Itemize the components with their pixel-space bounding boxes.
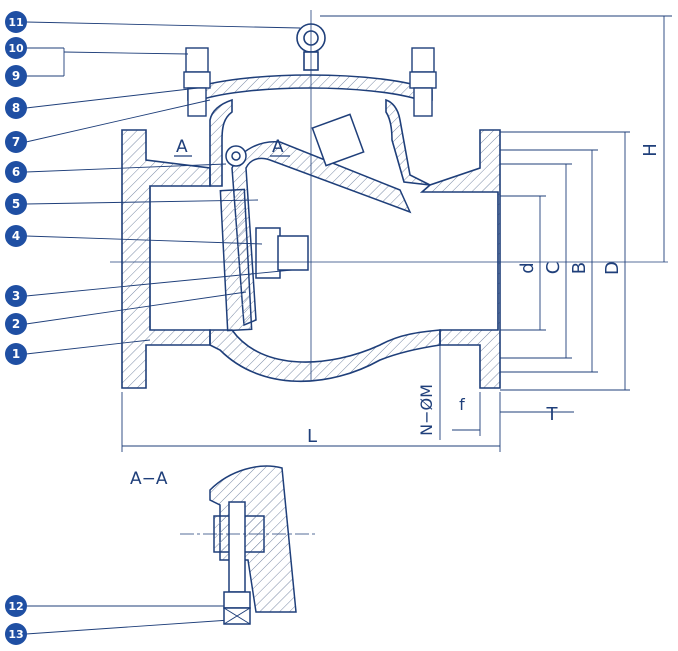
callout-1: 1 xyxy=(5,343,27,365)
body-bottom xyxy=(209,329,441,383)
dimension-lines xyxy=(121,15,672,452)
svg-text:8: 8 xyxy=(12,101,20,115)
callout-5: 5 xyxy=(5,193,27,215)
section-nut xyxy=(223,591,251,609)
section-mark-right: A xyxy=(272,137,284,157)
body-upper-left xyxy=(209,98,233,187)
dim-d: d xyxy=(517,262,538,273)
left-flange xyxy=(121,129,211,389)
bonnet xyxy=(187,74,433,101)
centre-lines xyxy=(110,10,668,380)
callout-6: 6 xyxy=(5,161,27,183)
callout-4: 4 xyxy=(5,225,27,247)
svg-text:6: 6 xyxy=(12,165,20,179)
callout-3: 3 xyxy=(5,285,27,307)
callout-10: 10 xyxy=(5,37,27,59)
inner-bore xyxy=(149,186,499,330)
section-view-title: A−A xyxy=(130,469,168,489)
svg-text:10: 10 xyxy=(8,42,24,55)
dim-H: H xyxy=(640,143,661,157)
svg-text:7: 7 xyxy=(12,135,20,149)
svg-text:5: 5 xyxy=(12,197,20,211)
svg-text:2: 2 xyxy=(12,317,20,331)
bonnet-bolts xyxy=(183,47,437,117)
svg-text:3: 3 xyxy=(12,289,20,303)
svg-text:12: 12 xyxy=(8,600,23,613)
svg-text:1: 1 xyxy=(12,347,20,361)
body-upper-right xyxy=(385,98,431,186)
dim-C: C xyxy=(543,262,564,275)
callout-2: 2 xyxy=(5,313,27,335)
dim-N-OM: N−ØM xyxy=(417,384,436,436)
svg-text:4: 4 xyxy=(12,229,20,243)
callout-13: 13 xyxy=(5,623,27,645)
callout-11: 11 xyxy=(5,11,27,33)
dim-D: D xyxy=(602,261,623,275)
dim-L: L xyxy=(307,426,317,447)
svg-text:9: 9 xyxy=(12,69,20,83)
callout-8: 8 xyxy=(5,97,27,119)
svg-text:13: 13 xyxy=(8,628,23,641)
section-view xyxy=(209,465,297,625)
callout-12: 12 xyxy=(5,595,27,617)
callouts: 11 10 9 8 7 6 5 4 3 2 1 12 13 xyxy=(5,11,27,645)
dim-B: B xyxy=(569,262,590,274)
dim-f: f xyxy=(459,395,465,414)
callout-7: 7 xyxy=(5,131,27,153)
section-pin xyxy=(228,501,246,593)
disc-assembly xyxy=(219,113,412,332)
callout-9: 9 xyxy=(5,65,27,87)
leader-lines xyxy=(25,21,301,635)
section-mark-left: A xyxy=(176,137,188,157)
svg-text:11: 11 xyxy=(8,16,23,29)
dimension-labels: H D B C d L N−ØM f T xyxy=(307,143,661,447)
right-flange xyxy=(419,129,501,389)
dim-T: T xyxy=(546,404,559,425)
